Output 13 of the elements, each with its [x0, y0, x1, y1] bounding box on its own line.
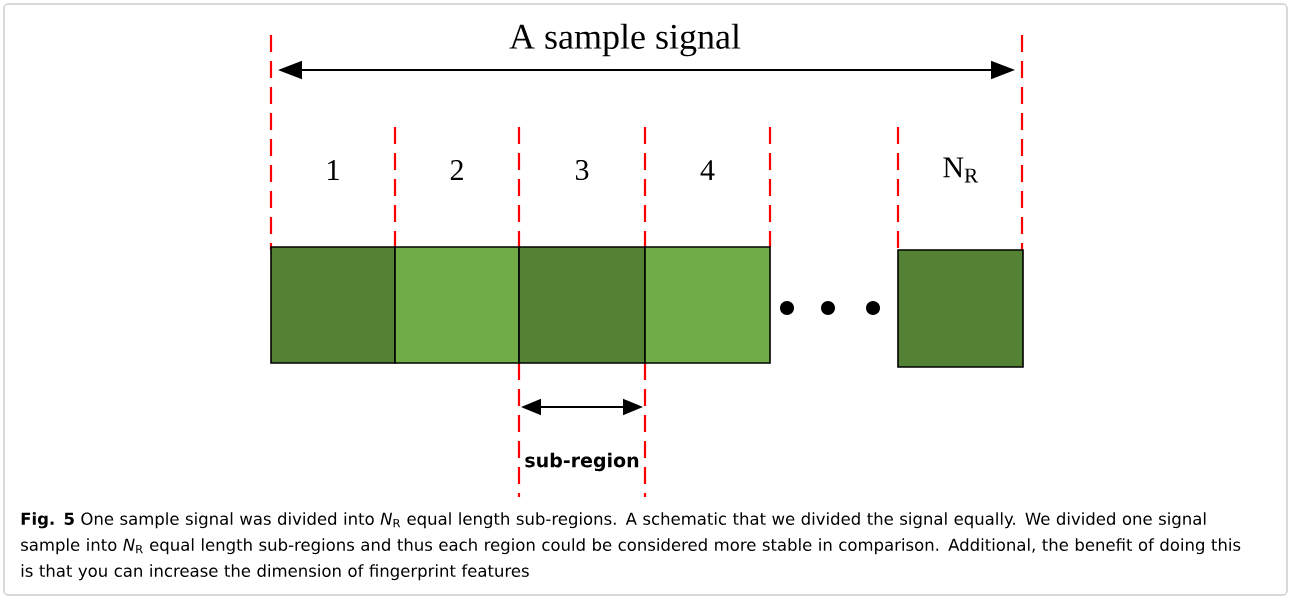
segment-number: 2 — [450, 160, 463, 180]
figure-caption: Fig. 5 One sample signal was divided into N$_{R}$ equal length sub-regions. A schematic that we divided the signal equally. We divided one signal sample into N$_{R}$ equal length sub-regions and thus each region could be considered more stable in comparison. Additional, the benefit of doing this is that you can increase the dimension of fingerprint features — [21, 512, 1241, 581]
segment-number: 1 — [328, 160, 339, 180]
sub-region-label: sub-region — [525, 452, 639, 472]
signal-label: A sample signal — [509, 23, 741, 57]
segment-number: 4 — [700, 160, 715, 180]
signal-segment — [394, 246, 520, 364]
segment-number: N$_{R}$ — [943, 157, 979, 183]
signal-segment — [897, 249, 1024, 368]
segment-number: 3 — [575, 159, 589, 181]
signal-segment — [644, 246, 771, 364]
signal-segment — [518, 246, 646, 364]
signal-segment — [270, 246, 396, 364]
